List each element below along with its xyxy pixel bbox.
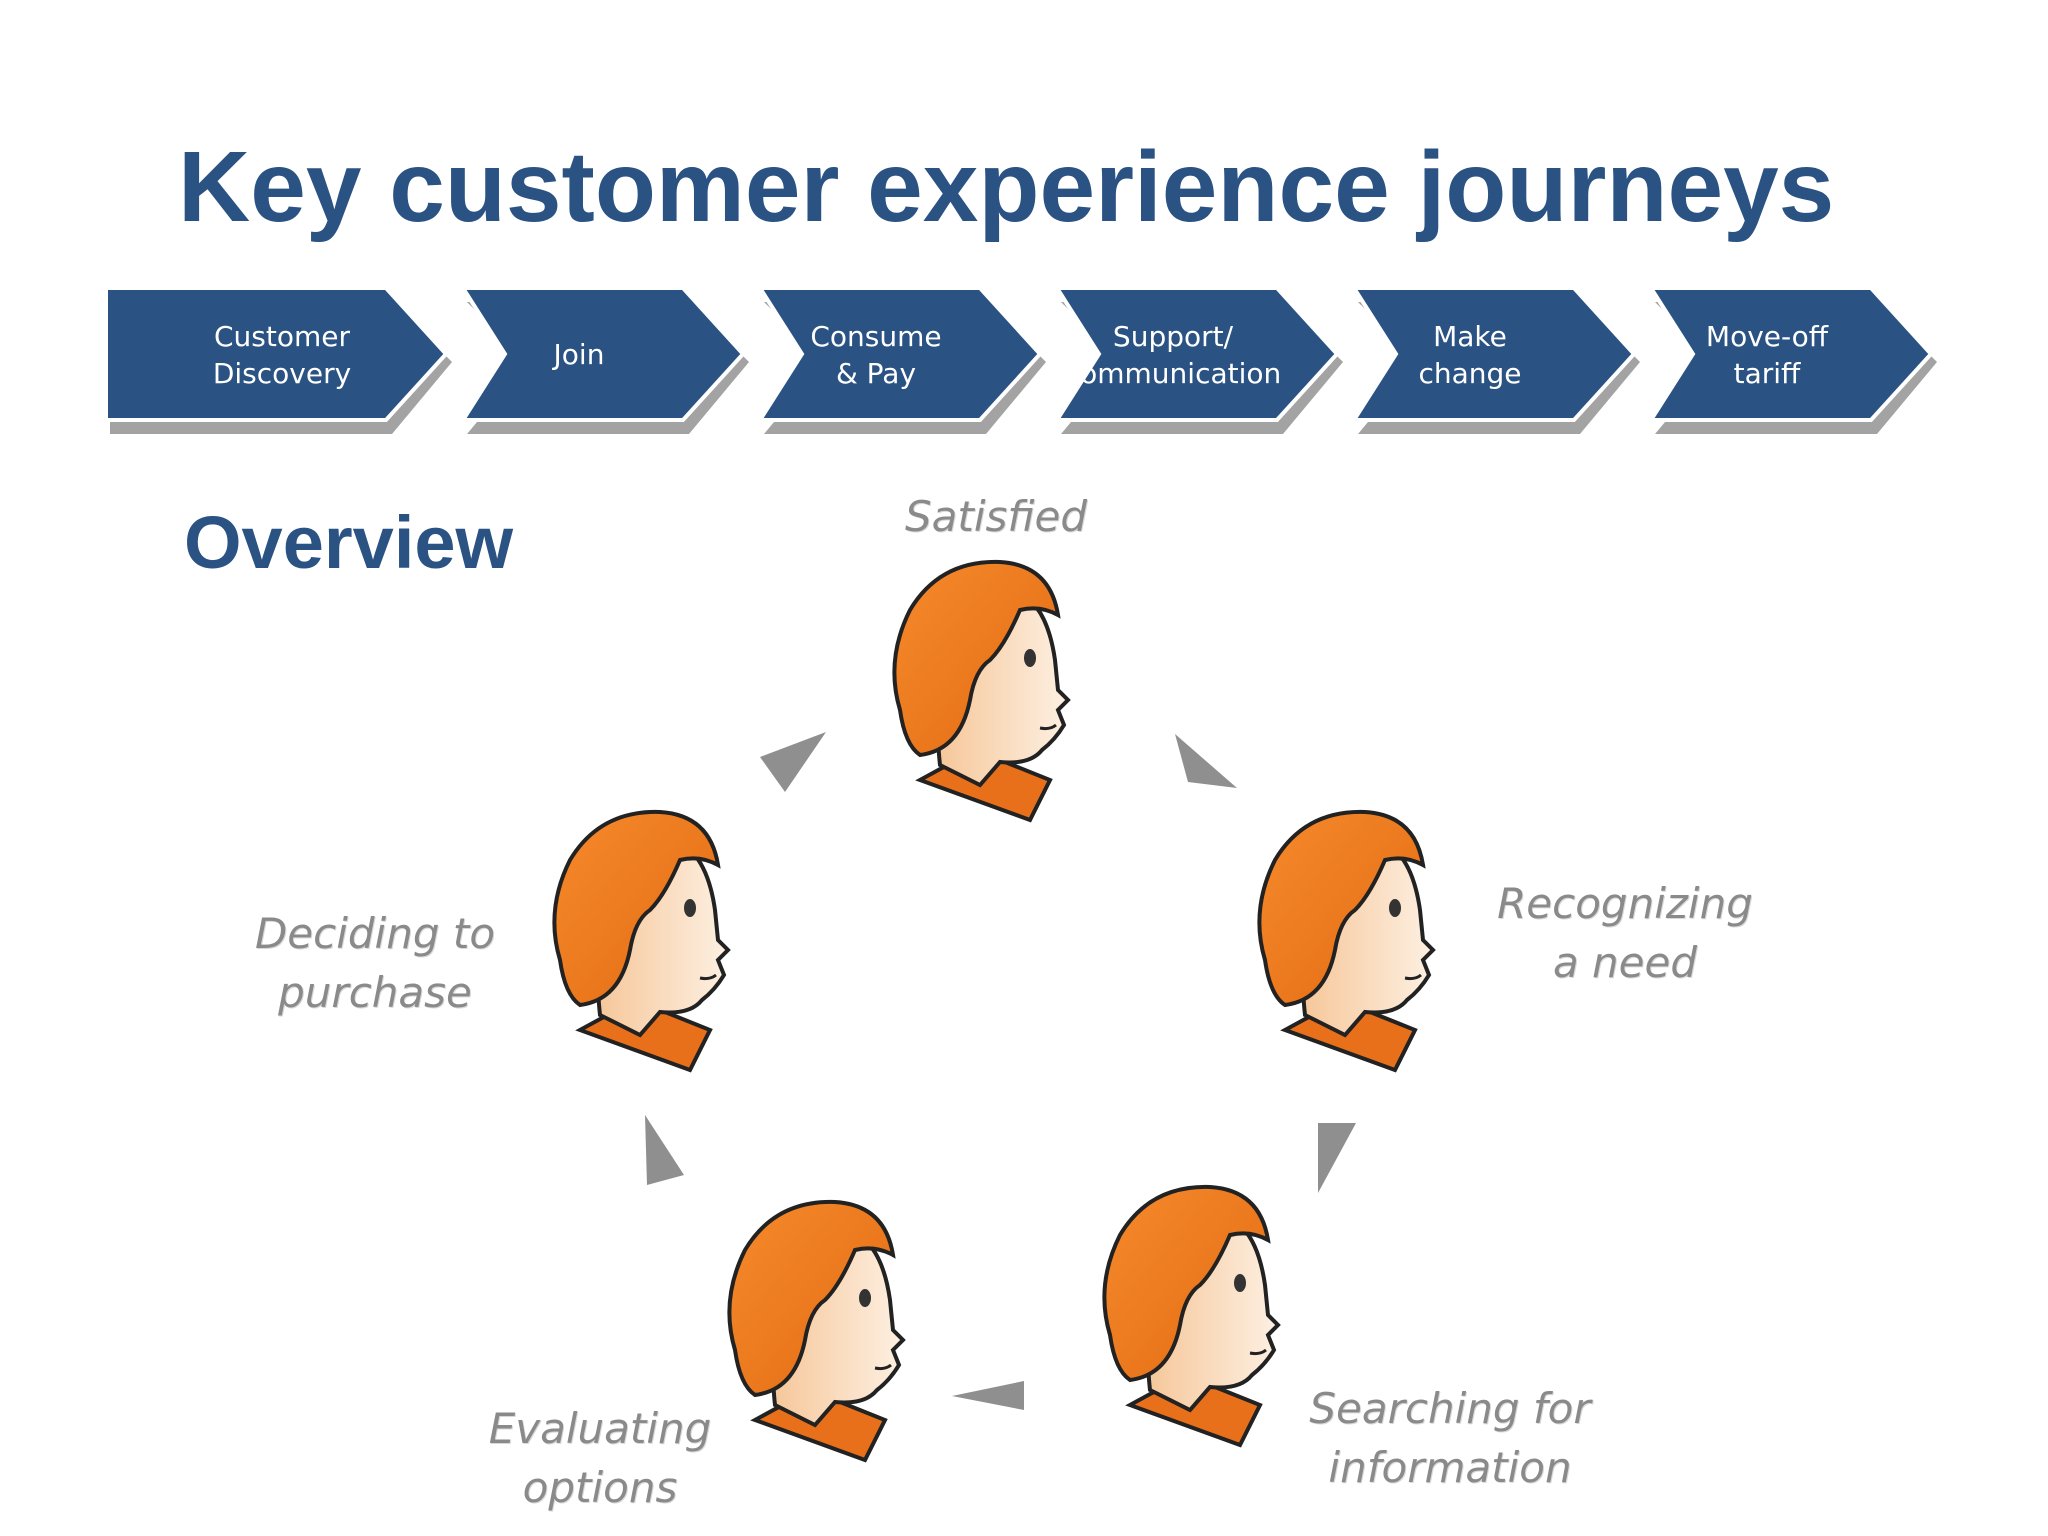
chevron-step-5 [1294, 286, 1637, 422]
stage-label-recognizing-need: Recognizing a need [1497, 879, 1753, 987]
arrow-from-satisfied-icon [1175, 734, 1237, 788]
journey-step-customer-discovery: Customer Discovery [212, 319, 352, 390]
chevron-steps [104, 286, 1934, 422]
overview-heading: Overview [184, 501, 514, 584]
arrow-to-satisfied-icon [760, 732, 826, 792]
arrow-to-searching-icon [1318, 1123, 1356, 1193]
journey-step-consume-pay: Consume & Pay [810, 319, 942, 390]
chevron-step-2 [403, 286, 746, 422]
chevron-step-1 [104, 286, 449, 422]
stage-label-evaluating-options: Evaluating options [488, 1404, 712, 1512]
journey-step-support-communication: Support/ communication [1064, 319, 1282, 390]
customer-satisfied-icon [892, 559, 1070, 822]
customer-searching-icon [1102, 1184, 1280, 1447]
stage-label-satisfied: Satisfied [904, 492, 1088, 541]
journey-step-move-off-tariff: Move-off tariff [1705, 319, 1829, 390]
customer-deciding-icon [552, 809, 730, 1072]
journey-step-make-change: Make change [1418, 319, 1522, 390]
stage-label-deciding-purchase: Deciding to purchase [254, 909, 496, 1017]
arrow-to-evaluating-icon [952, 1381, 1024, 1410]
cycle-arrows [645, 732, 1356, 1410]
customer-recognizing-need-icon [1257, 809, 1435, 1072]
chevron-step-3 [700, 286, 1043, 422]
chevron-step-6 [1591, 286, 1934, 422]
stage-label-searching-information: Searching for information [1309, 1384, 1591, 1492]
journey-chevron-bar [104, 286, 1937, 434]
arrow-to-deciding-icon [645, 1115, 684, 1185]
chevron-step-4 [997, 286, 1340, 422]
customer-evaluating-icon [727, 1199, 905, 1462]
slide-title: Key customer experience journeys [178, 131, 1835, 243]
journey-step-join: Join [553, 338, 605, 372]
